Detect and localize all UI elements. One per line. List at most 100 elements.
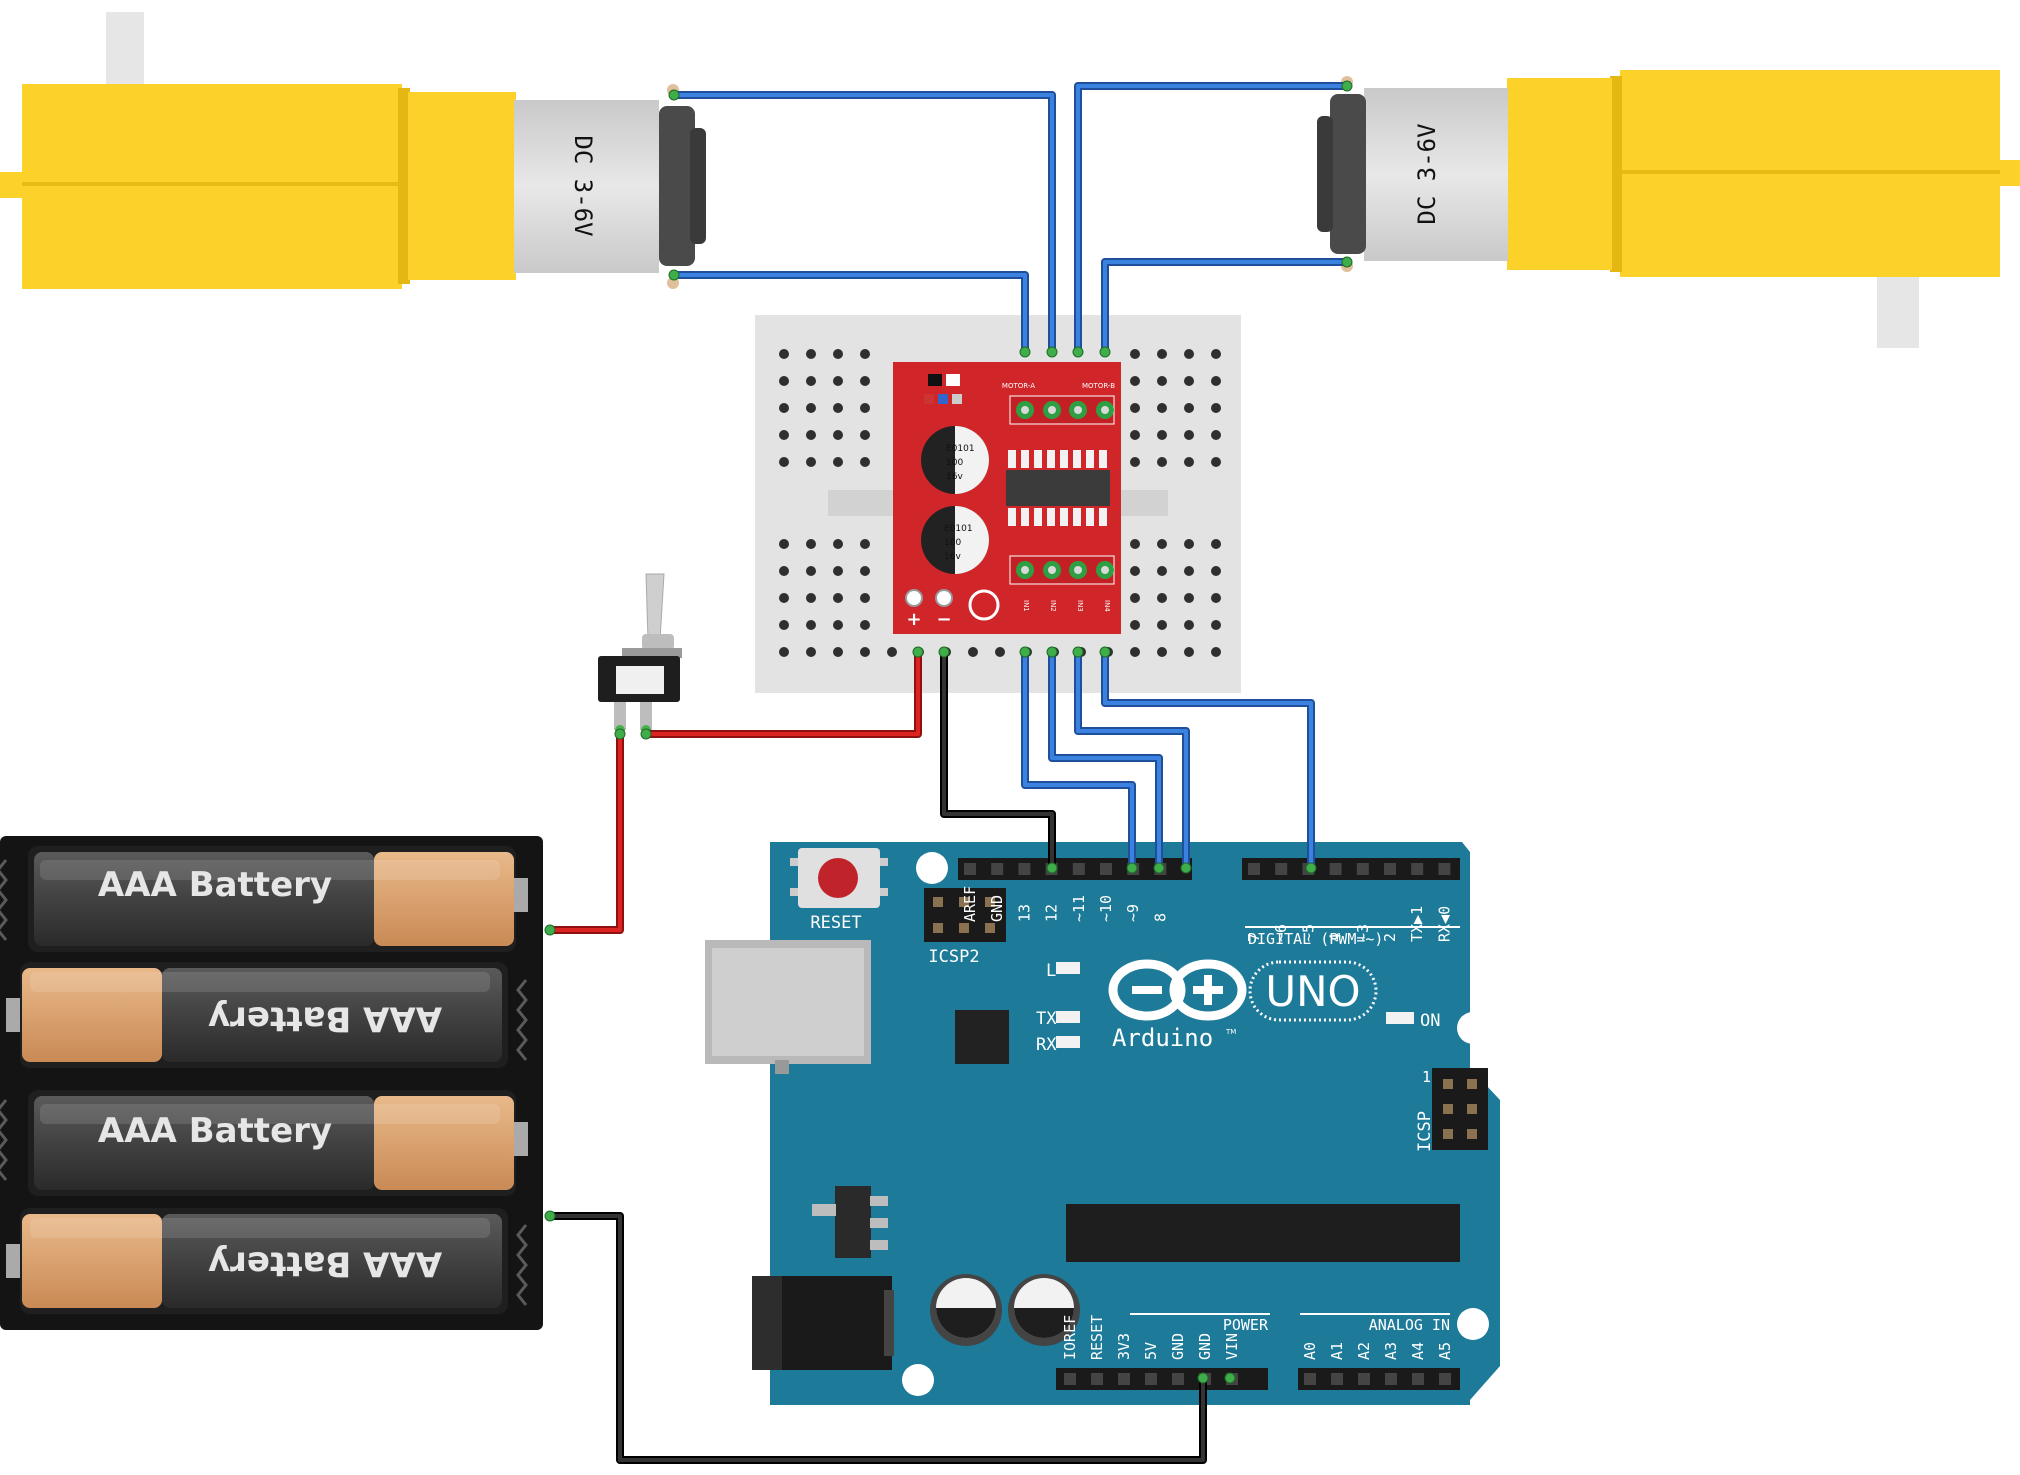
svg-text:E0101: E0101 <box>946 444 975 454</box>
header-socket <box>1384 863 1396 875</box>
ic-pin <box>1073 508 1081 526</box>
toggle-switch[interactable] <box>598 573 682 735</box>
left-motor-label: DC 3-6V <box>569 135 597 236</box>
breadboard-hole <box>779 593 789 603</box>
driver-motor-pin-hole <box>1074 406 1082 414</box>
breadboard-hole <box>968 647 978 657</box>
breadboard-hole <box>1130 376 1140 386</box>
breadboard-hole <box>995 647 1005 657</box>
analog-label: ANALOG IN <box>1369 1316 1450 1334</box>
icsp-pin <box>1467 1129 1477 1139</box>
breadboard-hole <box>1184 566 1194 576</box>
pin-label: ~11 <box>1070 895 1088 922</box>
led-tx-label: TX <box>1036 1009 1057 1029</box>
ic-pin <box>1021 508 1029 526</box>
breadboard-hole <box>1184 349 1194 359</box>
wire-end-pad <box>1341 256 1353 268</box>
breadboard-hole <box>1211 647 1221 657</box>
led-rx-label: RX <box>1036 1035 1057 1055</box>
wire-end-pad <box>544 924 556 936</box>
breadboard-hole <box>806 593 816 603</box>
digital-header-right <box>1242 858 1460 880</box>
pin-label: 3V3 <box>1115 1333 1133 1360</box>
breadboard-hole <box>1211 593 1221 603</box>
header-socket <box>1411 863 1424 875</box>
pin-label: 2 <box>1381 933 1399 942</box>
wire-end-pad <box>1180 862 1192 874</box>
pin-label: RX◀0 <box>1435 906 1453 942</box>
wire-end-pad <box>1072 346 1084 358</box>
icsp-pin <box>1467 1079 1477 1089</box>
breadboard-hole <box>833 349 843 359</box>
breadboard-hole <box>1157 539 1167 549</box>
pin-label: TX▶1 <box>1408 906 1426 942</box>
digital-label: DIGITAL (PWM=~) <box>1248 930 1383 948</box>
driver-input-labels: IN1 IN2 IN3 IN4 <box>1022 600 1111 612</box>
breadboard-hole <box>1184 593 1194 603</box>
breadboard-hole <box>833 647 843 657</box>
breadboard-hole <box>1211 349 1221 359</box>
power-label: POWER <box>1223 1316 1269 1334</box>
breadboard-hole <box>779 539 789 549</box>
svg-text:100: 100 <box>944 538 961 548</box>
wire-motor-b-1 <box>1074 82 1351 356</box>
icsp2-pin <box>959 923 969 933</box>
wire-battery-plus <box>546 730 624 934</box>
arduino-tm: TM <box>1225 1028 1236 1036</box>
header-socket <box>1118 1373 1130 1385</box>
pin-label: ~3 <box>1354 924 1372 942</box>
breadboard-hole <box>833 457 843 467</box>
header-socket <box>1100 863 1112 875</box>
pin-label: A2 <box>1355 1342 1373 1360</box>
svg-text:IN1: IN1 <box>1022 600 1030 612</box>
breadboard-hole <box>1130 566 1140 576</box>
breadboard-hole <box>860 566 870 576</box>
driver-input-pin-hole <box>1101 566 1109 574</box>
breadboard-hole <box>779 457 789 467</box>
header-socket <box>1304 1373 1316 1385</box>
icsp2-pin <box>985 923 995 933</box>
breadboard-hole <box>860 539 870 549</box>
right-motor-tab <box>1877 270 1919 348</box>
driver-motor-pin-hole <box>1048 406 1056 414</box>
pin-label: 4 <box>1327 933 1345 942</box>
breadboard-hole <box>806 376 816 386</box>
icsp-header <box>1432 1068 1488 1150</box>
wire-end-pad <box>1019 346 1031 358</box>
switch-lever[interactable] <box>645 573 665 641</box>
wire-end-pad <box>1126 862 1138 874</box>
wire-end-pad <box>668 269 680 281</box>
breadboard-hole <box>860 349 870 359</box>
motor-b-label: MOTOR-B <box>1082 382 1115 390</box>
reset-button[interactable] <box>790 848 888 908</box>
wire-end-pad <box>1046 646 1058 658</box>
left-motor-gearbox <box>22 84 402 289</box>
breadboard-hole <box>779 430 789 440</box>
icsp-label: ICSP <box>1415 1111 1435 1152</box>
battery-holder: AAA Battery AAA Battery AAA Battery <box>0 836 543 1330</box>
pin-label: A0 <box>1301 1342 1319 1360</box>
breadboard-hole <box>1157 376 1167 386</box>
breadboard-hole <box>1157 647 1167 657</box>
header-socket <box>1412 1373 1424 1385</box>
icsp2-header <box>924 888 1006 942</box>
svg-text:16v: 16v <box>944 552 961 562</box>
icsp-pin <box>1467 1104 1477 1114</box>
battery-spring <box>516 979 528 1061</box>
ic-pin <box>1047 508 1055 526</box>
dc-power-jack <box>752 1276 894 1370</box>
reset-label: RESET <box>810 913 861 933</box>
led-l-label: L <box>1046 961 1056 981</box>
left-motor: DC 3-6V <box>0 12 706 289</box>
breadboard-hole <box>833 566 843 576</box>
pin-label: ~9 <box>1124 904 1142 922</box>
header-socket <box>1356 863 1369 875</box>
breadboard-hole <box>833 430 843 440</box>
analog-header <box>1298 1368 1460 1390</box>
breadboard-hole <box>1184 620 1194 630</box>
driver-input-pin-hole <box>1074 566 1082 574</box>
icsp-pin1-label: 1 <box>1422 1068 1431 1086</box>
breadboard-hole <box>1130 430 1140 440</box>
ic-pin <box>1073 450 1081 468</box>
